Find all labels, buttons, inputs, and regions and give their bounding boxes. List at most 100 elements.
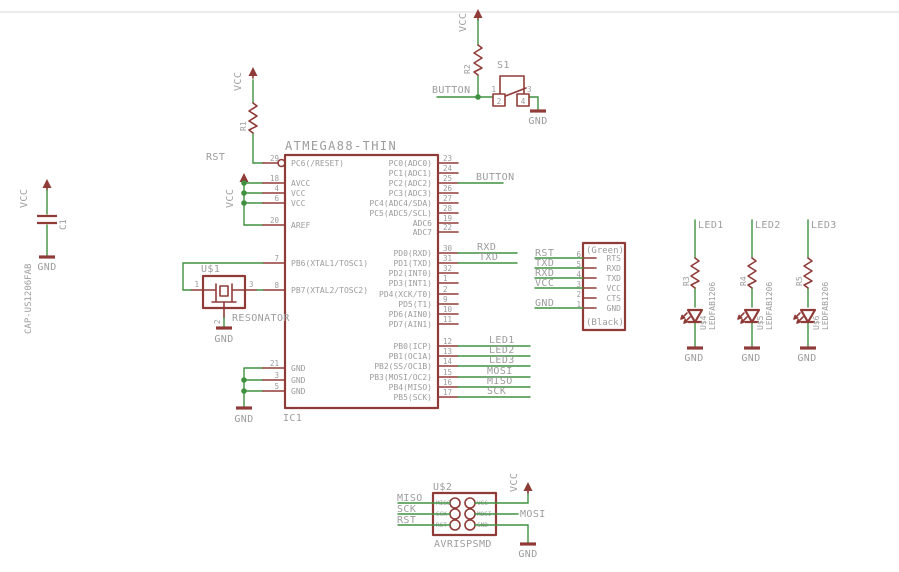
- serial-pin-number: 6: [576, 250, 581, 259]
- serial-pin-number: 5: [576, 260, 581, 269]
- junction-dot: [241, 200, 247, 206]
- net-label-rst: RST: [535, 248, 554, 259]
- capacitor-plates: [37, 214, 57, 225]
- ic-pin-name: VCC: [291, 199, 306, 208]
- ic-right-pin-stubs: [437, 162, 459, 398]
- vcc-label: VCC: [225, 189, 236, 208]
- junction-dot: [241, 388, 247, 394]
- r5-refdes: R5: [795, 276, 804, 286]
- gnd-supply-ic[interactable]: GND: [234, 367, 264, 425]
- vcc-supply-avcc[interactable]: VCC: [225, 173, 264, 226]
- led-column-3[interactable]: LED3 R5 U$6 LEDFAB1206 GND: [793, 219, 837, 364]
- resistor-zigzag: [248, 102, 258, 134]
- ic-pin-number: 17: [443, 388, 452, 397]
- ic-pin-number: 3: [274, 371, 279, 380]
- switch-pin-number: 3: [527, 85, 532, 94]
- net-label-sck: SCK: [397, 504, 416, 515]
- ic-pin-name: PB6(XTAL1/TOSC1): [291, 259, 368, 268]
- button-circuit[interactable]: VCC R2 BUTTON S1 1 2 3 4 GND: [432, 9, 548, 127]
- ic-pin-number: 2: [443, 285, 448, 294]
- ic-pin-name: PC3(ADC3): [389, 189, 432, 198]
- junction-dot: [241, 190, 247, 196]
- capacitor-c1[interactable]: VCC C1 CAP-US1206FAB GND: [19, 179, 69, 334]
- led-column-1[interactable]: LED1 R3 U$4 LEDFAB1206 GND: [680, 219, 724, 364]
- r3-refdes: R3: [682, 276, 691, 286]
- switch-contact-pad: [516, 93, 530, 107]
- gnd-label: GND: [234, 414, 253, 425]
- ic-pin-number: 22: [443, 223, 452, 232]
- vcc-arrow-icon: [239, 173, 249, 182]
- led-diode-icon: [799, 308, 817, 324]
- ic-refdes: IC1: [283, 413, 302, 424]
- ic-pin-number: 7: [274, 254, 279, 263]
- led-column-2[interactable]: LED2 R4 U$5 LEDFAB1206 GND: [737, 219, 781, 364]
- ic-pin-number: 4: [274, 184, 279, 193]
- net-label-sck: SCK: [487, 386, 506, 397]
- serial-header[interactable]: (Green) (Black) RTS RXD TXD VCC CTS GND …: [534, 241, 627, 332]
- led-refdes: U$6: [812, 315, 821, 330]
- ic-pin-number: 1: [443, 274, 448, 283]
- led-value: LEDFAB1206: [821, 282, 830, 330]
- resonator-value: RESONATOR: [232, 313, 290, 324]
- led-emission-arrows-icon: [793, 312, 804, 324]
- junction-dot: [241, 180, 247, 186]
- vcc-arrow-icon: [473, 9, 483, 18]
- gnd-label: GND: [528, 116, 547, 127]
- led-emission-arrows-icon: [680, 312, 691, 324]
- ic-pin-number: 19: [443, 214, 452, 223]
- ic-pin-name: PC2(ADC2): [389, 179, 432, 188]
- ic-pin-name: PD7(AIN1): [389, 320, 432, 329]
- ic-pin-name: PB0(ICP): [393, 342, 432, 351]
- ic-pin-number: 23: [443, 154, 452, 163]
- serial-pin-name: RXD: [607, 264, 622, 273]
- ic-pin-name: PB4(MISO): [389, 383, 432, 392]
- serial-pin-number: 4: [576, 270, 581, 279]
- r1-refdes: R1: [239, 121, 248, 131]
- isp-pad: [464, 519, 476, 531]
- resonator-crystal-icon: [202, 283, 246, 309]
- net-label-miso: MISO: [487, 376, 513, 387]
- ic-pin-name: PC6(/RESET): [291, 159, 344, 168]
- serial-pin-name: GND: [607, 304, 622, 313]
- serial-pin-name: RTS: [607, 254, 622, 263]
- serial-wires: [534, 257, 584, 309]
- vcc-label: VCC: [233, 72, 244, 91]
- gnd-wires: [243, 367, 264, 408]
- ic-net-labels: BUTTON RXD TXD LED1 LED2 LED3 MOSI MISO …: [457, 172, 531, 398]
- cap-refdes: C1: [59, 219, 69, 230]
- ic-pin-number: 25: [443, 174, 452, 183]
- ic-left-pin-stubs: [262, 162, 286, 392]
- gnd-label: GND: [518, 549, 537, 560]
- resonator-u1[interactable]: U$1 1 3 2 RESONATOR GND: [182, 262, 290, 345]
- ic-pin-number: 5: [274, 382, 279, 391]
- ic-pin-name: AREF: [291, 221, 310, 230]
- isp-wires: [397, 491, 529, 544]
- net-label-txd: TXD: [535, 258, 554, 269]
- led-emission-arrows-icon: [737, 312, 748, 324]
- ic1-atmega88[interactable]: ATMEGA88-THIN IC1 PC6(/RESET) 29 AVCC 18…: [262, 139, 459, 424]
- net-label-rxd: RXD: [535, 268, 554, 279]
- resonator-pin-number: 2: [213, 319, 222, 324]
- ic-pin-number: 15: [443, 368, 452, 377]
- ic-pin-name: PC0(ADC0): [389, 159, 432, 168]
- serial-pin-stubs: [582, 257, 597, 309]
- isp-pad: [464, 497, 476, 509]
- net-label-mosi: MOSI: [487, 366, 513, 377]
- led-diode-icon: [686, 308, 704, 324]
- serial-pin-number: 3: [576, 280, 581, 289]
- ic-pin-name: ADC7: [413, 228, 432, 237]
- r4-refdes: R4: [739, 276, 748, 286]
- net-label-rst: RST: [206, 152, 225, 163]
- ic-pin-name: AVCC: [291, 179, 310, 188]
- isp-header[interactable]: U$2 MISO SCK RST VCC MOSI GND AVRISPSMD …: [397, 473, 546, 560]
- ic-pin-name: GND: [291, 376, 306, 385]
- vcc-arrow-icon: [523, 482, 533, 491]
- ic-pin-number: 11: [443, 315, 452, 324]
- net-wires: [457, 182, 531, 398]
- resistor-r1[interactable]: VCC R1 RST: [206, 67, 264, 164]
- ic-pin-name: PB3(MOSI/OC2): [369, 373, 432, 382]
- r2-refdes: R2: [463, 64, 472, 74]
- junction-dot: [241, 377, 247, 383]
- serial-pin-name: TXD: [607, 274, 622, 283]
